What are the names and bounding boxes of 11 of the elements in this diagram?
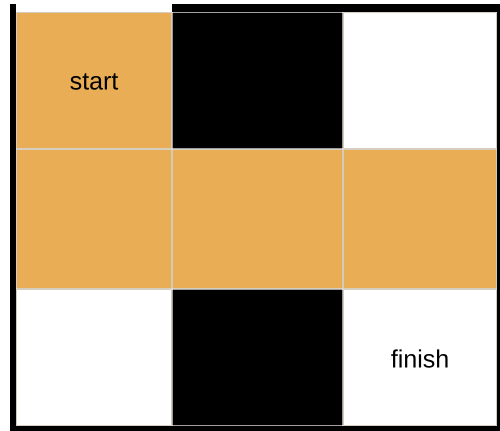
wall-cell: [172, 12, 342, 148]
path-cell: [16, 149, 172, 289]
cell-label: finish: [391, 349, 448, 368]
path-cell: [172, 149, 343, 289]
cell-label: start: [70, 73, 118, 90]
maze-cell: [16, 289, 172, 426]
maze-cell: [343, 289, 497, 426]
maze-cell: [343, 12, 497, 149]
path-cell: [343, 149, 497, 289]
maze-cell: [16, 12, 172, 149]
wall-cell: [172, 290, 342, 426]
